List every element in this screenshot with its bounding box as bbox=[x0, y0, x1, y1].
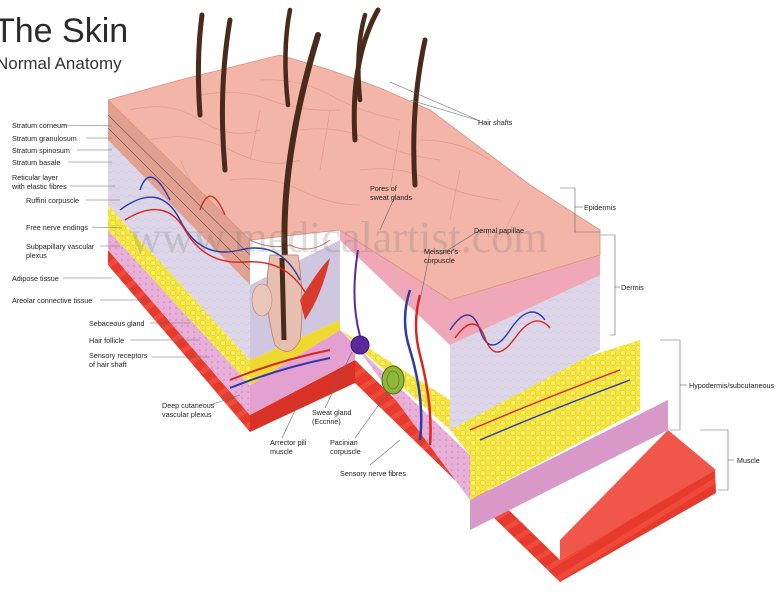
label-stratum-granulosum: Stratum granulosum bbox=[12, 134, 77, 143]
sweat-gland bbox=[351, 250, 369, 354]
label-arrector-pili-2: muscle bbox=[270, 447, 293, 456]
label-deep-cutaneous-plexus: Deep cutaneous bbox=[162, 401, 214, 410]
label-dermal-papillae: Dermal papillae bbox=[474, 226, 524, 235]
label-sensory-nerve-fibres: Sensory nerve fibres bbox=[340, 469, 406, 478]
label-meissners-corpuscle-2: corpuscle bbox=[424, 256, 455, 265]
label-adipose-tissue: Adipose tissue bbox=[12, 274, 59, 283]
page-subtitle: Normal Anatomy bbox=[0, 54, 122, 74]
label-epidermis: Epidermis bbox=[584, 203, 616, 212]
label-pacinian-corpuscle-2: corpuscle bbox=[330, 447, 361, 456]
label-sensory-receptors-2: of hair shaft bbox=[89, 360, 127, 369]
label-hair-follicle: Hair follicle bbox=[89, 336, 124, 345]
label-reticular-layer-2: with elastic fibres bbox=[12, 182, 67, 191]
label-deep-cutaneous-plexus-2: vascular plexus bbox=[162, 410, 212, 419]
label-sweat-gland-2: (Eccrine) bbox=[312, 417, 341, 426]
label-hair-shafts: Hair shafts bbox=[478, 118, 512, 127]
label-sebaceous-gland: Sebaceous gland bbox=[89, 319, 145, 328]
label-pacinian-corpuscle: Pacinian bbox=[330, 438, 358, 447]
label-stratum-spinosum: Stratum spinosum bbox=[12, 146, 70, 155]
label-subpapillary-plexus: Subpapillary vascular bbox=[26, 242, 94, 251]
watermark: www.medicalartist.com bbox=[130, 213, 547, 262]
label-pores-sweat-glands-2: sweat glands bbox=[370, 193, 412, 202]
pacinian-corpuscle bbox=[382, 366, 404, 394]
label-sensory-receptors: Sensory receptors bbox=[89, 351, 147, 360]
label-arrector-pili: Arrector pili bbox=[270, 438, 306, 447]
label-free-nerve-endings: Free nerve endings bbox=[26, 223, 88, 232]
label-muscle: Muscle bbox=[737, 456, 760, 465]
label-stratum-corneum: Stratum corneum bbox=[12, 121, 67, 130]
label-reticular-layer: Reticular layer bbox=[12, 173, 58, 182]
label-hypodermis: Hypodermis/subcutaneous bbox=[689, 381, 774, 390]
label-dermis: Dermis bbox=[621, 283, 644, 292]
label-ruffini-corpuscle: Ruffini corpuscle bbox=[26, 196, 79, 205]
label-areolar-tissue: Areolar connective tissue bbox=[12, 296, 92, 305]
label-sweat-gland: Sweat gland bbox=[312, 408, 352, 417]
label-meissners-corpuscle: Meissner's bbox=[424, 247, 458, 256]
label-subpapillary-plexus-2: plexus bbox=[26, 251, 47, 260]
middle-block bbox=[250, 240, 355, 432]
page-title: The Skin bbox=[0, 12, 128, 51]
label-stratum-basale: Stratum basale bbox=[12, 158, 60, 167]
label-pores-sweat-glands: Pores of bbox=[370, 184, 397, 193]
hair-shaft bbox=[198, 15, 202, 115]
